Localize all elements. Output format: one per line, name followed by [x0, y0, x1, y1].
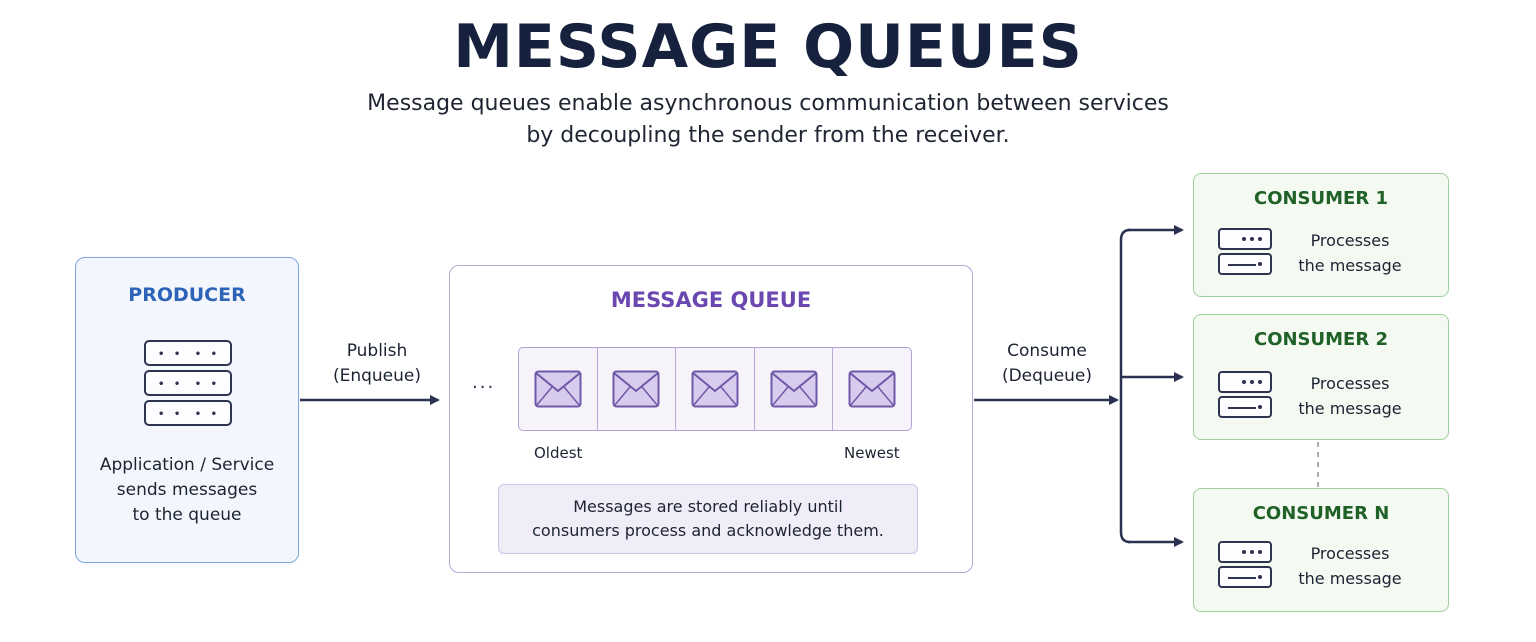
queue-slot	[598, 348, 677, 430]
consumer-description: Processes the message	[1298, 544, 1402, 588]
queue-slot	[755, 348, 834, 430]
queue-title: MESSAGE QUEUE	[610, 288, 812, 312]
message-queue-box: MESSAGE QUEUE ... Oldest Newest Messages…	[449, 265, 973, 573]
queue-note: Messages are stored reliably until consu…	[498, 484, 918, 554]
queue-slot	[833, 348, 911, 430]
consumer-title: CONSUMER 2	[1253, 329, 1388, 350]
oldest-label: Oldest	[534, 444, 583, 462]
queue-slot	[519, 348, 598, 430]
envelope-icon	[612, 370, 660, 408]
consumer-box-n: CONSUMER N Processes the message	[1193, 488, 1449, 612]
consumer-title: CONSUMER N	[1252, 503, 1390, 524]
page-title: MESSAGE QUEUES	[453, 12, 1083, 82]
envelope-icon	[534, 370, 582, 408]
queue-ellipsis: ...	[472, 372, 496, 393]
consumer-title: CONSUMER 1	[1253, 188, 1388, 209]
queue-slot	[676, 348, 755, 430]
newest-label: Newest	[844, 444, 900, 462]
server-icon: • •• • • •• • • •• •	[144, 340, 232, 430]
envelope-icon	[770, 370, 818, 408]
server-icon	[1218, 371, 1272, 421]
publish-label: Publish (Enqueue)	[332, 341, 422, 386]
queue-lane	[518, 347, 912, 431]
consumer-description: Processes the message	[1298, 374, 1402, 418]
producer-description: Application / Service sends messages to …	[99, 455, 275, 525]
page-subtitle: Message queues enable asynchronous commu…	[318, 88, 1218, 152]
envelope-icon	[848, 370, 896, 408]
consumer-box-1: CONSUMER 1 Processes the message	[1193, 173, 1449, 297]
consumer-description: Processes the message	[1298, 231, 1402, 275]
producer-box: PRODUCER • •• • • •• • • •• • Applicatio…	[75, 257, 299, 563]
consumer-box-2: CONSUMER 2 Processes the message	[1193, 314, 1449, 440]
producer-title: PRODUCER	[128, 284, 246, 306]
envelope-icon	[691, 370, 739, 408]
server-icon	[1218, 228, 1272, 278]
fanout-trunk	[1119, 228, 1131, 544]
subtitle-line-1: Message queues enable asynchronous commu…	[367, 91, 1169, 116]
consume-label: Consume (Dequeue)	[1001, 341, 1093, 386]
subtitle-line-2: by decoupling the sender from the receiv…	[526, 123, 1010, 148]
server-icon	[1218, 541, 1272, 591]
